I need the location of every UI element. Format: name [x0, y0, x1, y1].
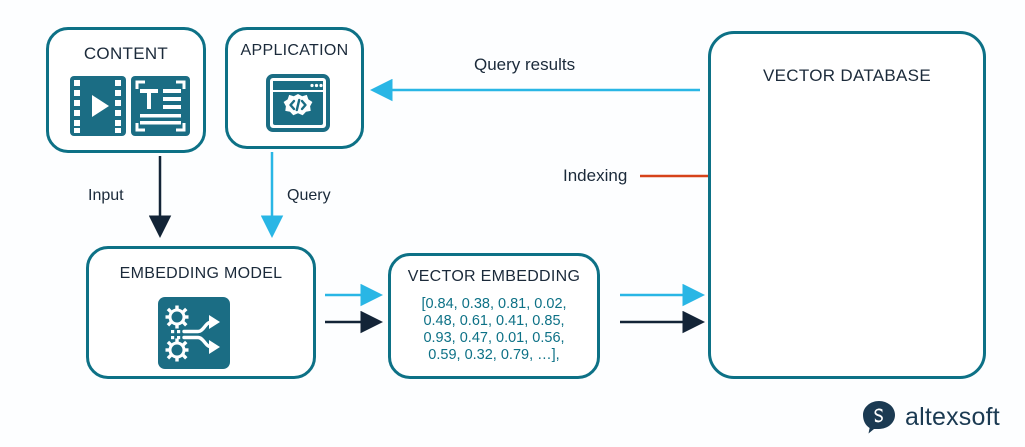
node-application[interactable]: APPLICATION [225, 27, 364, 149]
speech-bubble-logo-icon [863, 401, 895, 434]
edge-label-indexing: Indexing [563, 166, 628, 185]
altexsoft-logo[interactable]: altexsoft [862, 400, 1000, 434]
vector-database-title: VECTOR DATABASE [763, 66, 931, 85]
application-title: APPLICATION [240, 42, 349, 59]
edge-label-query: Query [287, 187, 331, 204]
edge-label-input: Input [88, 187, 124, 204]
media-and-text-icon [69, 75, 191, 142]
node-vector-embedding[interactable]: VECTOR EMBEDDING [0.84, 0.38, 0.81, 0.02… [388, 253, 600, 379]
node-embedding-model[interactable]: EMBEDDING MODEL [86, 246, 316, 379]
edge-label-query-results: Query results [474, 55, 576, 74]
browser-code-gear-icon [266, 74, 330, 137]
content-title: CONTENT [83, 44, 169, 63]
logo-text: altexsoft [905, 402, 1000, 431]
embedding-model-title: EMBEDDING MODEL [119, 265, 283, 282]
node-vector-database[interactable]: VECTOR DATABASE [708, 31, 986, 379]
gears-shuffle-icon [158, 297, 230, 374]
node-content[interactable]: CONTENT [46, 27, 206, 153]
vector-embedding-values: [0.84, 0.38, 0.81, 0.02, 0.48, 0.61, 0.4… [421, 296, 567, 363]
vector-embedding-title: VECTOR EMBEDDING [407, 268, 581, 285]
